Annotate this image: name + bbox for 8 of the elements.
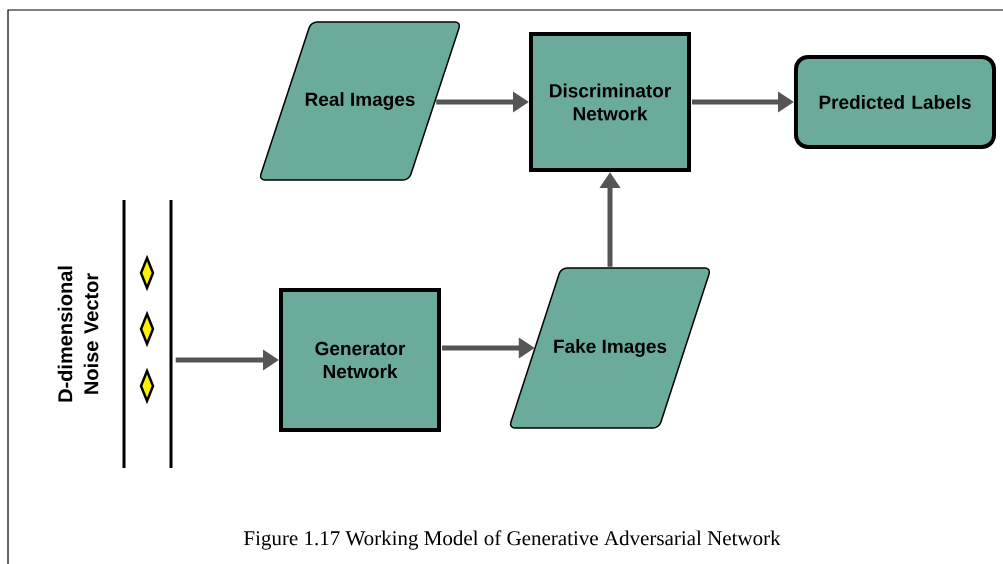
network-box: Generator Network: [279, 288, 441, 432]
figure-caption: Figure 1.17 Working Model of Generative Adversarial Network: [244, 530, 781, 550]
output-box: Predicted Labels: [794, 55, 996, 149]
network-box: Discriminator Network: [529, 32, 691, 172]
data-parallelogram: Fake Images: [509, 267, 711, 429]
noise-vector: D-dimensional Noise Vector: [57, 200, 173, 468]
node-label: D-dimensional Noise Vector: [57, 266, 99, 402]
data-parallelogram: Real Images: [259, 21, 461, 181]
